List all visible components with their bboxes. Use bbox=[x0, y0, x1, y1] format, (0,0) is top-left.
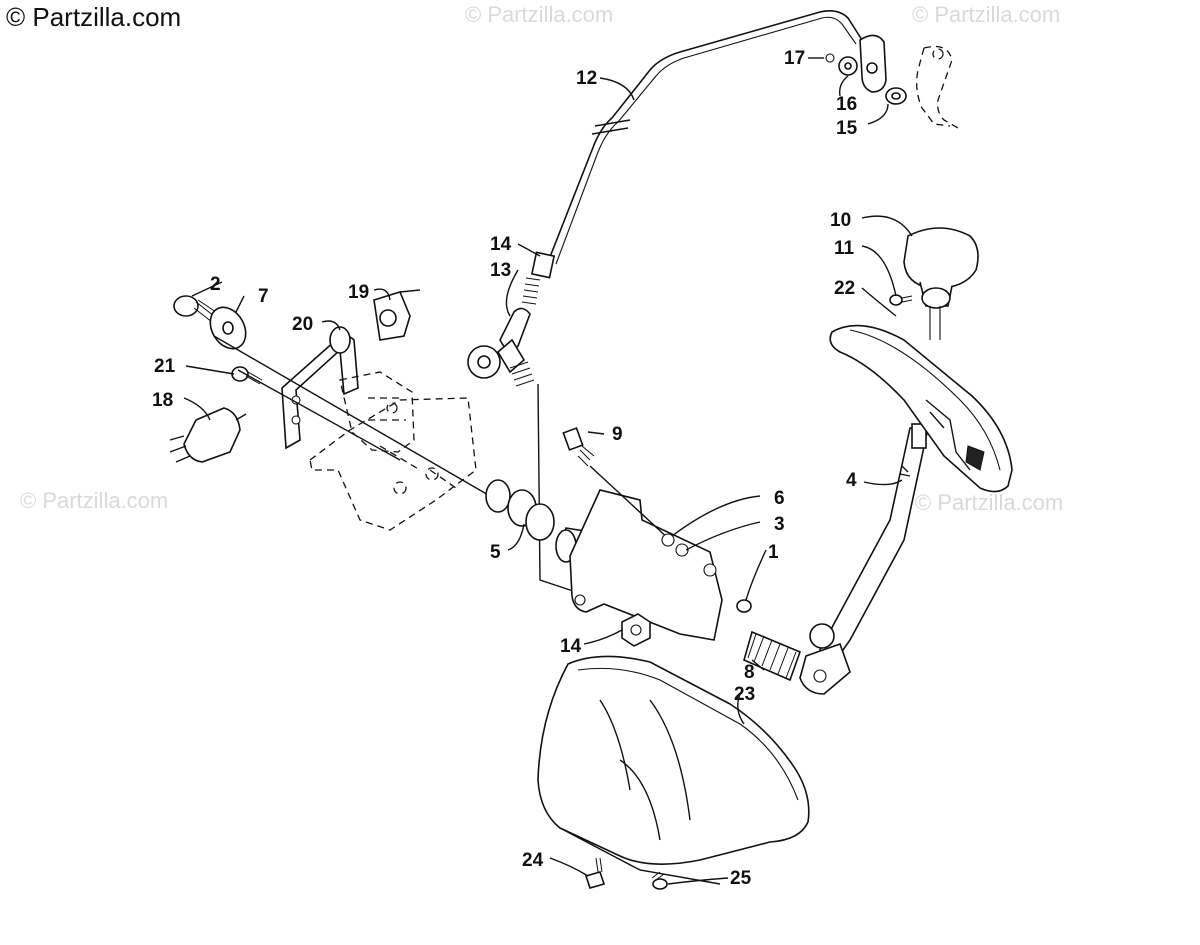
callout-17: 17 bbox=[784, 48, 805, 69]
callout-23: 23 bbox=[734, 684, 755, 705]
callout-4: 4 bbox=[846, 470, 857, 491]
callout-5: 5 bbox=[490, 542, 501, 563]
callout-labels: 1 2 3 4 5 6 7 8 9 10 11 12 13 14 14 15 1… bbox=[152, 48, 858, 889]
callout-12: 12 bbox=[576, 68, 597, 89]
faint-watermark: © Partzilla.com bbox=[20, 488, 169, 513]
lower-cover bbox=[537, 655, 810, 885]
center-pivot-assembly bbox=[485, 427, 752, 647]
screws bbox=[584, 857, 668, 890]
callout-6: 6 bbox=[774, 488, 785, 509]
shift-rod bbox=[521, 10, 863, 305]
callout-18: 18 bbox=[152, 390, 173, 411]
shift-knob bbox=[889, 227, 979, 340]
faint-watermark: © Partzilla.com bbox=[912, 2, 1061, 27]
callout-3: 3 bbox=[774, 514, 785, 535]
faint-watermark: © Partzilla.com bbox=[465, 2, 614, 27]
callout-1: 1 bbox=[768, 542, 779, 563]
callout-20: 20 bbox=[292, 314, 313, 335]
left-bracket-assembly bbox=[169, 289, 491, 531]
callout-22: 22 bbox=[834, 278, 855, 299]
callout-14-upper: 14 bbox=[490, 234, 512, 255]
callout-14-lower: 14 bbox=[560, 636, 582, 657]
leader-lines bbox=[183, 57, 913, 885]
callout-21: 21 bbox=[154, 356, 176, 377]
partzilla-watermark: © Partzilla.com bbox=[6, 2, 182, 32]
callout-7: 7 bbox=[258, 286, 269, 307]
callout-9: 9 bbox=[612, 424, 623, 445]
callout-13: 13 bbox=[490, 260, 511, 281]
faint-watermark: © Partzilla.com bbox=[915, 490, 1064, 515]
callout-8: 8 bbox=[744, 662, 755, 683]
shift-lever bbox=[799, 423, 929, 695]
lever-cover bbox=[829, 324, 1013, 493]
callout-11: 11 bbox=[834, 238, 855, 259]
callout-24: 24 bbox=[522, 850, 544, 871]
callout-16: 16 bbox=[836, 94, 857, 115]
callout-10: 10 bbox=[830, 210, 851, 231]
callout-19: 19 bbox=[348, 282, 369, 303]
callout-15: 15 bbox=[836, 118, 858, 139]
callout-2: 2 bbox=[210, 274, 221, 295]
upper-linkage bbox=[825, 34, 959, 129]
callout-25: 25 bbox=[730, 868, 752, 889]
spring bbox=[743, 630, 802, 682]
